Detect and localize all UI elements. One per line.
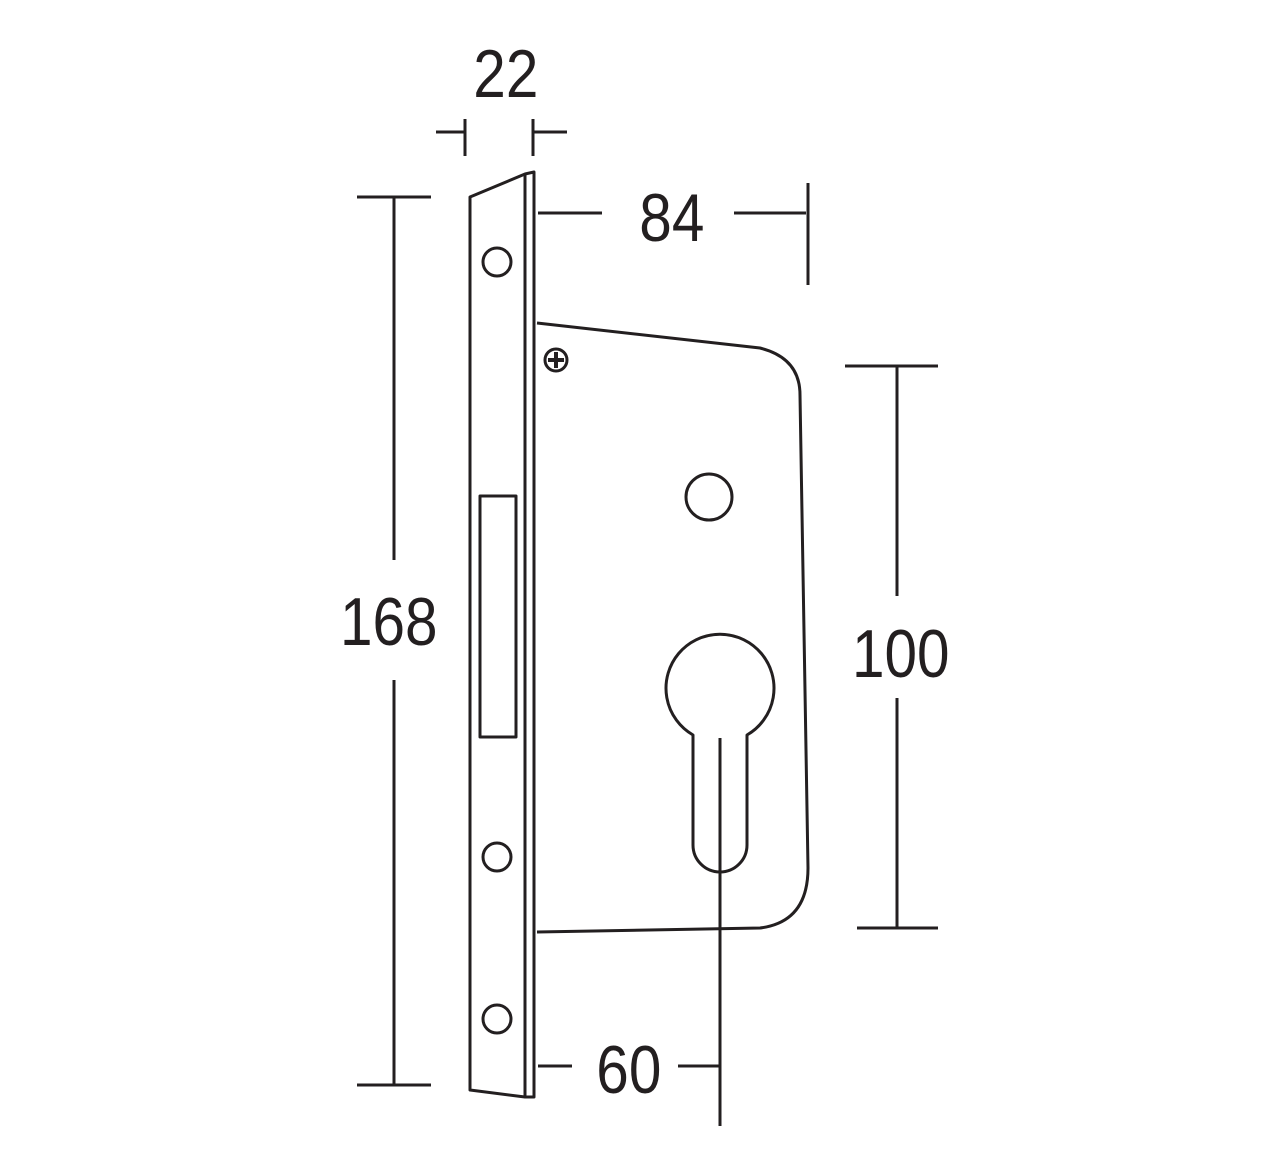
deadbolt-slot (478, 494, 518, 739)
faceplate-screw-hole-bottom (481, 1003, 513, 1035)
dimension-label-width: 22 (468, 40, 544, 108)
follower-hole (684, 472, 734, 522)
faceplate (468, 170, 536, 1099)
dimension-label-depth: 84 (634, 184, 710, 252)
lock-case (536, 321, 810, 934)
lock-case-outline (536, 321, 810, 934)
phillips-screw-icon (543, 347, 569, 373)
dimension-center-distance (845, 364, 938, 930)
dimension-width (436, 119, 567, 156)
dimension-backset (538, 738, 722, 1126)
faceplate-screw-hole-middle (481, 841, 513, 873)
dimension-label-height: 168 (334, 588, 443, 656)
dimension-label-backset: 60 (591, 1036, 667, 1104)
dimension-depth (538, 183, 810, 285)
dimension-label-center-distance: 100 (846, 620, 955, 688)
dimension-height (357, 195, 431, 1087)
faceplate-screw-hole-top (481, 246, 513, 278)
faceplate-back-edge (524, 170, 536, 1099)
